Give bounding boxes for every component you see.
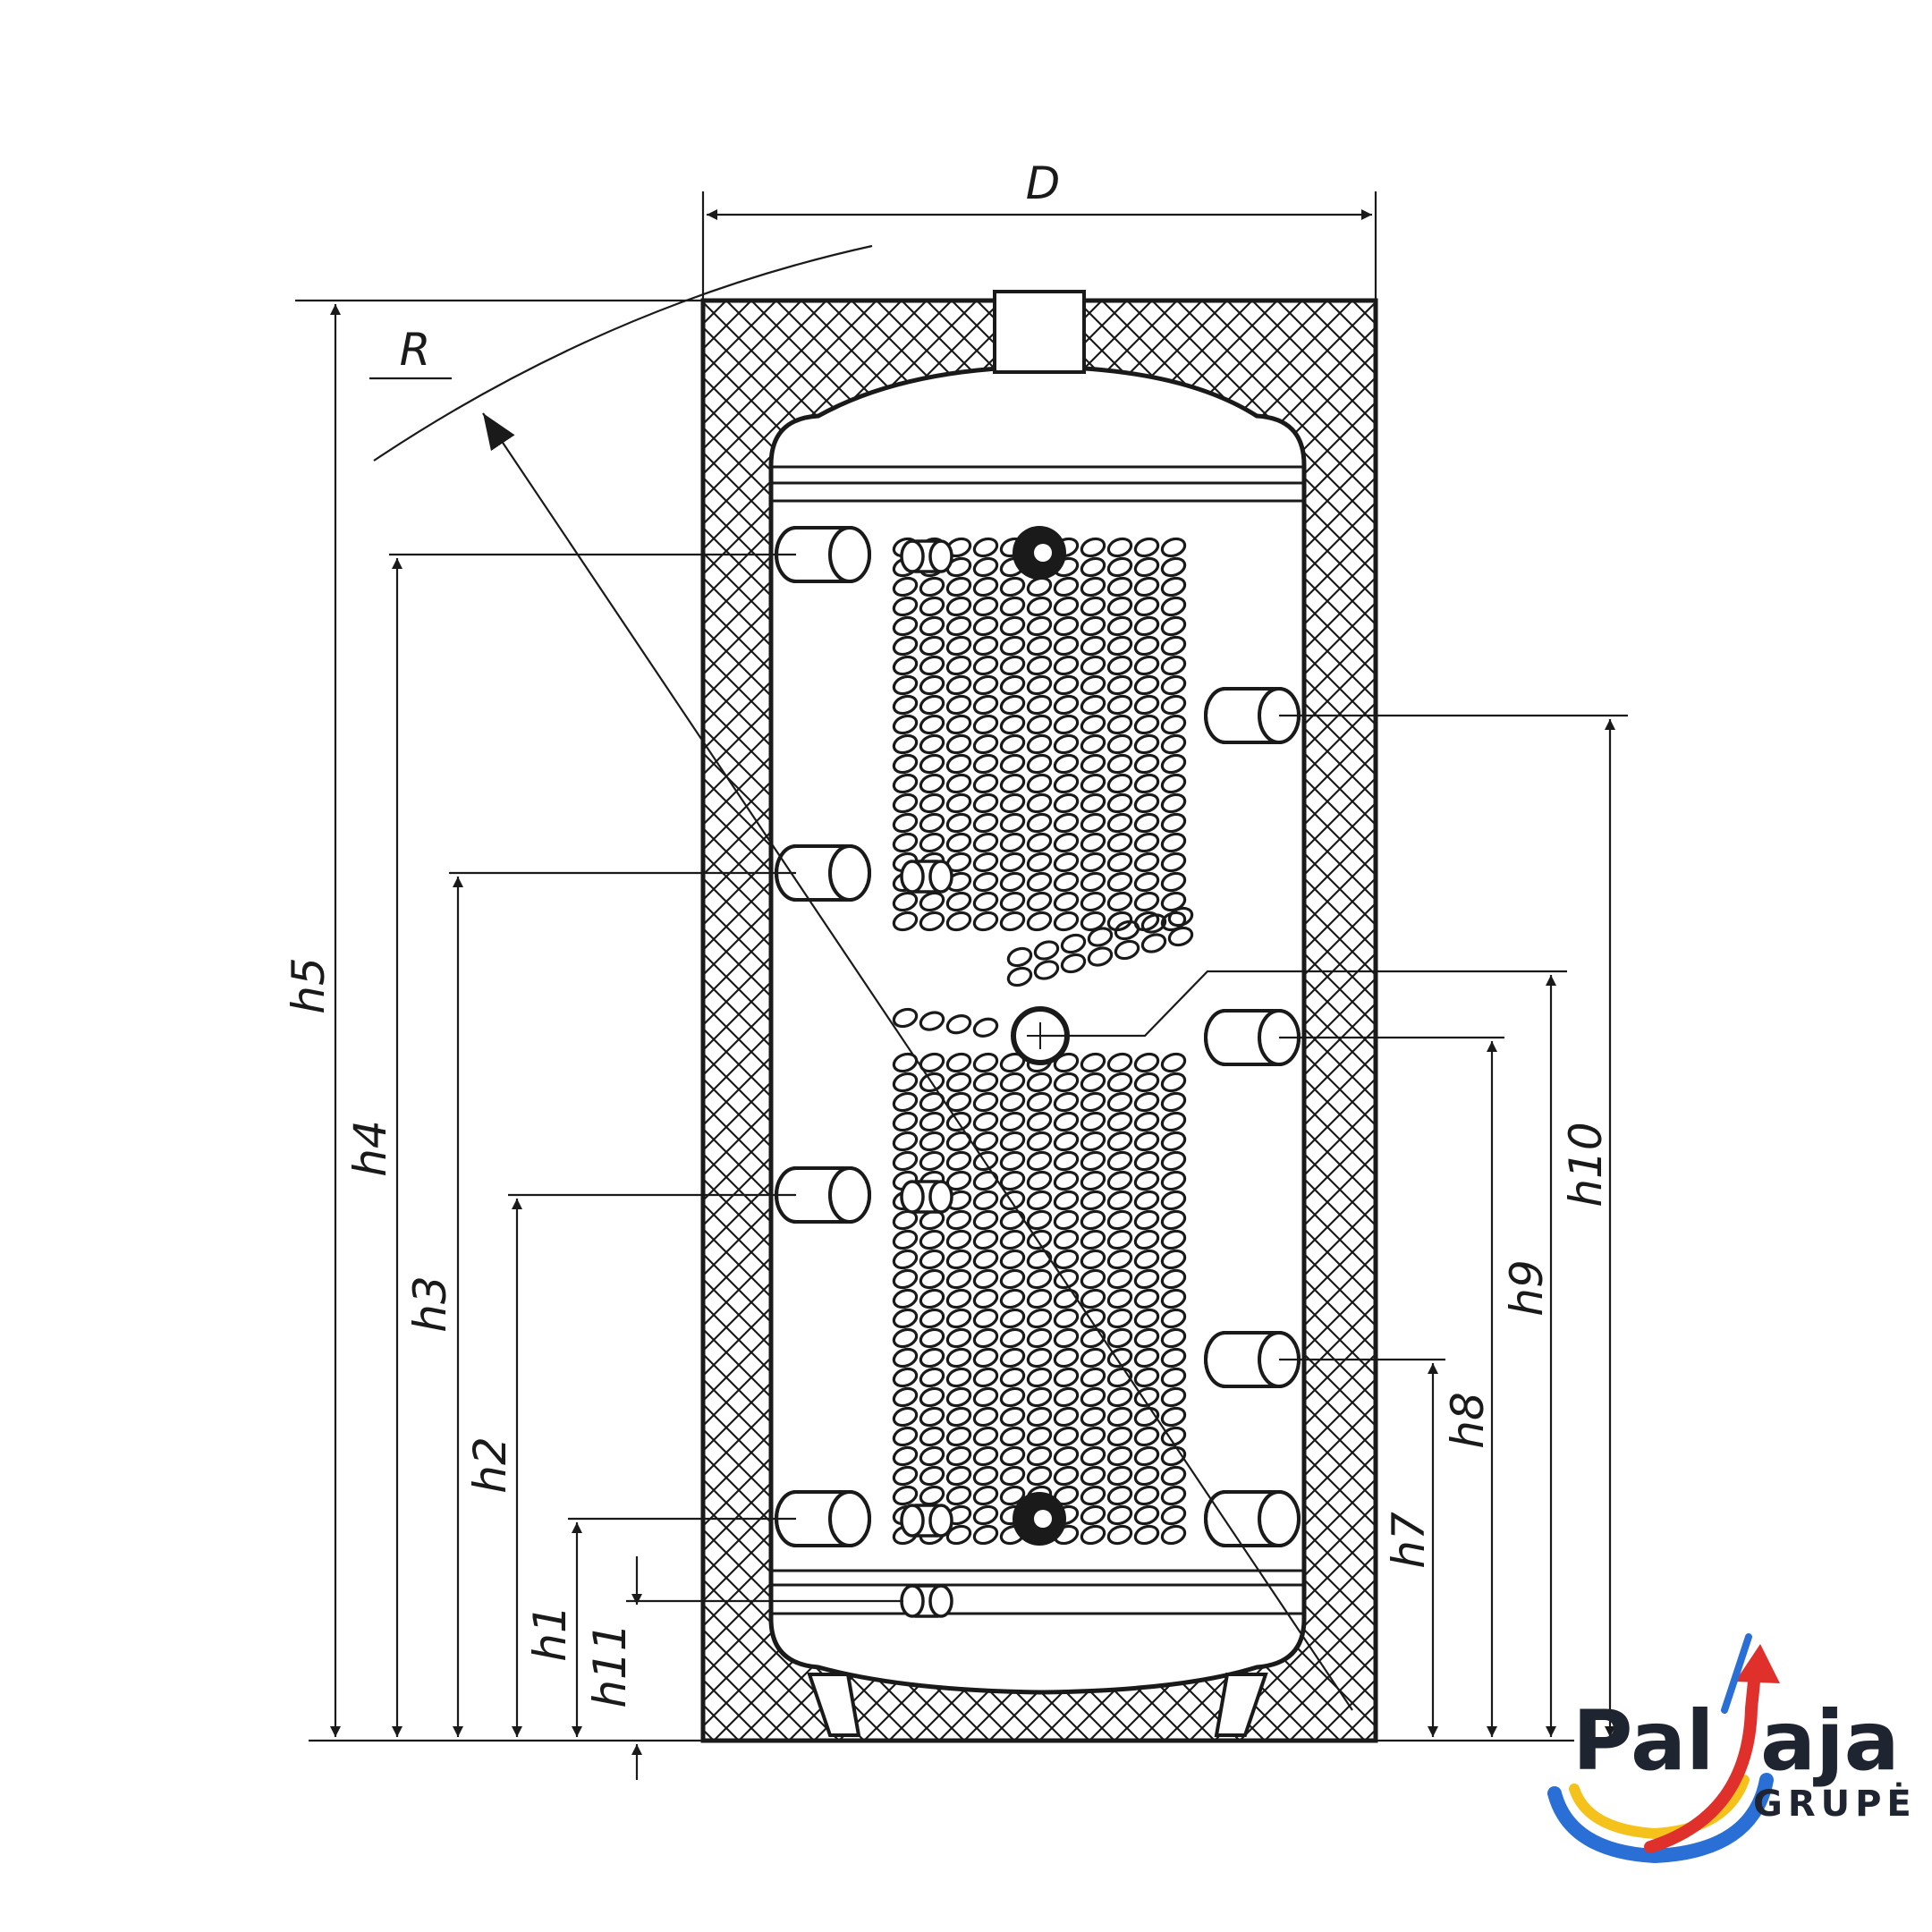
- coil-turn: [1006, 906, 1194, 968]
- coil-turn: [892, 714, 1187, 735]
- coil-turn: [892, 1308, 1187, 1329]
- logo-word-left: Pal: [1572, 1693, 1715, 1789]
- coil-port-bottom: [1013, 1492, 1066, 1546]
- top-socket: [993, 290, 1086, 374]
- logo-word-right: aja: [1760, 1693, 1900, 1789]
- label-h5: h5: [283, 957, 335, 1014]
- tank-foot-right: [1214, 1673, 1268, 1737]
- coil-turn: [892, 733, 1187, 755]
- coil-turn: [892, 635, 1187, 657]
- logo-subtitle: GRUPĖ: [1753, 1782, 1917, 1825]
- coil-turn: [892, 1091, 1187, 1113]
- sensor-sleeve-h11: [900, 1584, 953, 1618]
- nozzle-right-h8: [1204, 1009, 1301, 1066]
- coil-turn: [892, 615, 1187, 637]
- label-h9: h9: [1501, 1259, 1553, 1317]
- label-h11: h11: [584, 1623, 636, 1707]
- coil-turn: [892, 852, 1187, 873]
- coil-turn: [892, 1268, 1187, 1290]
- coil-turn: [892, 1131, 1187, 1152]
- coil-turn: [892, 1249, 1187, 1270]
- sensor-sleeve-1: [900, 539, 953, 573]
- coil-turn: [892, 1367, 1187, 1388]
- coil-turn: [892, 1347, 1187, 1368]
- nozzle-right-h10: [1204, 687, 1301, 744]
- coil-turn: [892, 1288, 1187, 1309]
- coil-turn: [892, 1052, 1187, 1073]
- coil-turn: [892, 1209, 1187, 1231]
- label-h7: h7: [1383, 1512, 1435, 1569]
- label-h8: h8: [1442, 1392, 1494, 1449]
- label-h1: h1: [524, 1605, 576, 1662]
- coil-turn: [892, 832, 1187, 853]
- label-D: D: [1026, 157, 1061, 209]
- coil-turn: [892, 1111, 1187, 1132]
- tank-foot-left: [807, 1673, 861, 1737]
- logo-arrow-red-icon: [1735, 1644, 1780, 1683]
- coil-turn: [892, 694, 1187, 716]
- coil-turn: [892, 596, 1187, 617]
- coil-turn: [892, 1406, 1187, 1428]
- coil-turn: [892, 1072, 1187, 1093]
- label-h3: h3: [404, 1275, 456, 1333]
- coil-turn: [892, 1386, 1187, 1408]
- tank-nozzles: [775, 526, 1301, 1618]
- coil-turn: [892, 1465, 1187, 1487]
- coil-turn: [892, 1327, 1187, 1349]
- nozzle-left-h1: [775, 1490, 871, 1547]
- heating-coils: [892, 537, 1194, 1546]
- paltaja-logo: Pal aja GRUPĖ: [1547, 1633, 1917, 1864]
- coil-turn: [892, 1445, 1187, 1467]
- label-h2: h2: [464, 1436, 516, 1494]
- coil-port-top: [1013, 526, 1066, 580]
- coil-turn: [892, 1007, 999, 1038]
- coil-turn: [892, 753, 1187, 775]
- coil-turn: [892, 655, 1187, 676]
- coil-turn: [892, 812, 1187, 834]
- logo-swoosh-blue-icon: [1547, 1773, 1774, 1864]
- sensor-sleeve-2: [900, 860, 953, 894]
- label-h4: h4: [344, 1120, 396, 1177]
- coil-turn: [892, 891, 1187, 912]
- logo-swoosh-red-icon: [1644, 1666, 1761, 1853]
- label-h10: h10: [1560, 1122, 1612, 1207]
- dimension-lines: [295, 191, 1628, 1780]
- coil-turn: [892, 792, 1187, 814]
- coil-turn: [1006, 926, 1194, 987]
- coil-turn: [892, 576, 1187, 597]
- coil-turn: [892, 1426, 1187, 1447]
- sensor-sleeve-3: [900, 1180, 953, 1214]
- sensor-sleeve-4: [900, 1504, 953, 1538]
- label-R: R: [400, 324, 431, 376]
- logo-swoosh-yellow-icon: [1569, 1775, 1750, 1840]
- coil-turn: [892, 773, 1187, 794]
- logo-arrow-blue-icon: [1721, 1633, 1752, 1714]
- dimension-labels: D R h5 h4 h3 h2 h1 h11 h7 h8 h9 h10: [283, 157, 1612, 1708]
- coil-turn: [892, 674, 1187, 696]
- coil-turn: [892, 1170, 1187, 1191]
- nozzle-right-bottom: [1204, 1490, 1301, 1547]
